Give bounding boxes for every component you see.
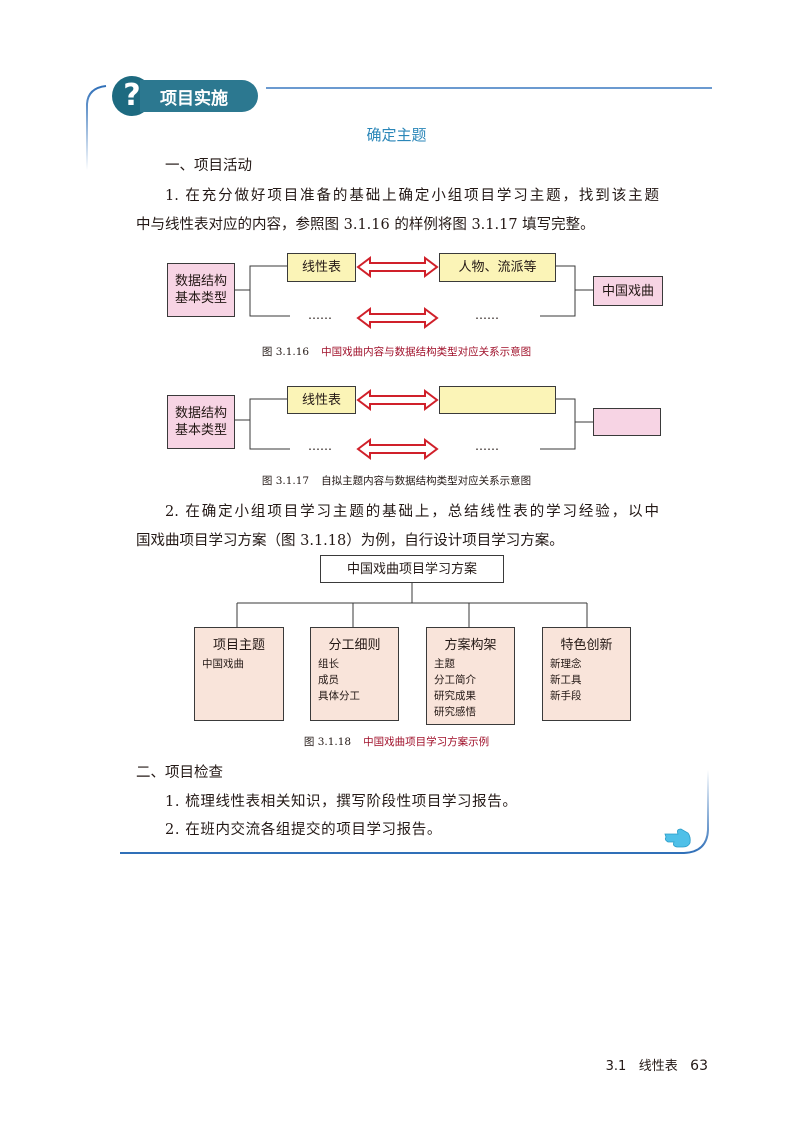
fig18-child-box: 特色创新 新理念 新工具 新手段	[542, 627, 631, 721]
para1-line1: 1. 在充分做好项目准备的基础上确定小组项目学习主题，找到该主题	[165, 188, 659, 204]
para2-line2: 国戏曲项目学习方案（图 3.1.18）为例，自行设计项目学习方案。	[136, 533, 564, 549]
section-badge-label: 项目实施	[160, 89, 228, 109]
fig17-left-box: 数据结构基本类型	[167, 395, 235, 449]
fig16-dots-left: ……	[308, 308, 332, 322]
page-number: 63	[690, 1058, 708, 1074]
heading-check: 二、项目检查	[136, 765, 223, 781]
pointing-hand-icon	[664, 828, 691, 848]
check-item: 1. 梳理线性表相关知识，撰写阶段性项目学习报告。	[165, 794, 518, 810]
page-footer: 3.1 线性表 63	[606, 1055, 708, 1074]
fig17-dots-left: ……	[308, 439, 332, 453]
fig18-child-box: 项目主题 中国戏曲	[194, 627, 284, 721]
fig18-child-box: 方案构架 主题 分工简介 研究成果 研究感悟	[426, 627, 515, 725]
fig17-content-input-box[interactable]	[439, 386, 556, 414]
fig16-linear-list-box: 线性表	[287, 253, 356, 282]
section-badge	[140, 80, 258, 112]
fig18-root-box: 中国戏曲项目学习方案	[320, 555, 504, 583]
fig16-dots-right: ……	[475, 308, 499, 322]
fig18-child-box: 分工细则 组长 成员 具体分工	[310, 627, 399, 721]
footer-section-number: 3.1	[605, 1059, 627, 1074]
para1-line2: 中与线性表对应的内容，参照图 3.1.16 的样例将图 3.1.17 填写完整。	[136, 217, 595, 233]
footer-chapter: 线性表	[638, 1059, 678, 1074]
fig16-topic-box: 中国戏曲	[593, 276, 663, 306]
fig17-dots-right: ……	[475, 439, 499, 453]
fig16-content-box: 人物、流派等	[439, 253, 556, 282]
fig16-left-box: 数据结构基本类型	[167, 263, 235, 317]
fig17-linear-list-box: 线性表	[287, 386, 356, 414]
double-arrows	[356, 256, 439, 460]
page-title: 确定主题	[366, 126, 427, 144]
para2-line1: 2. 在确定小组项目学习主题的基础上，总结线性表的学习经验，以中	[165, 504, 659, 520]
heading-activities: 一、项目活动	[165, 158, 252, 174]
check-item: 2. 在班内交流各组提交的项目学习报告。	[165, 822, 442, 838]
fig17-topic-input-box[interactable]	[593, 408, 661, 436]
